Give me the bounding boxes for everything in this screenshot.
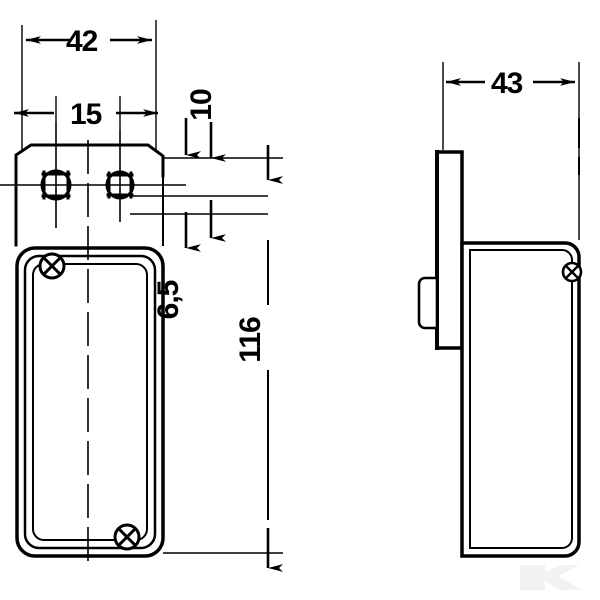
side-flange-lug xyxy=(417,276,439,330)
side-view-guides xyxy=(442,62,580,240)
dimension-43-label: 43 xyxy=(491,67,523,100)
dimension-42: 42 xyxy=(26,25,152,58)
dimension-10: 10 xyxy=(185,89,226,242)
screw-top-left xyxy=(38,252,66,280)
mounting-bracket-outline xyxy=(14,143,165,247)
side-view xyxy=(417,150,583,558)
side-screw xyxy=(561,261,583,283)
side-lamp-body xyxy=(460,241,581,558)
side-mounting-flange xyxy=(435,150,464,350)
front-view-center-lines xyxy=(0,122,186,568)
screw-bottom-right xyxy=(113,523,141,551)
dimension-6-5: 6,5 xyxy=(152,118,201,319)
dimension-116: 116 xyxy=(234,145,283,572)
front-view xyxy=(14,143,165,558)
dimension-10-label: 10 xyxy=(185,89,218,121)
dimension-42-label: 42 xyxy=(66,25,98,58)
dimension-15-label: 15 xyxy=(70,98,102,131)
dimension-6-5-label: 6,5 xyxy=(152,280,185,319)
dimension-15: 15 xyxy=(14,98,158,131)
lamp-body-outline xyxy=(15,246,165,558)
dimension-43: 43 xyxy=(446,67,575,100)
dimension-116-label: 116 xyxy=(234,317,267,363)
extension-lines xyxy=(21,20,283,554)
watermark-logo xyxy=(520,565,582,590)
